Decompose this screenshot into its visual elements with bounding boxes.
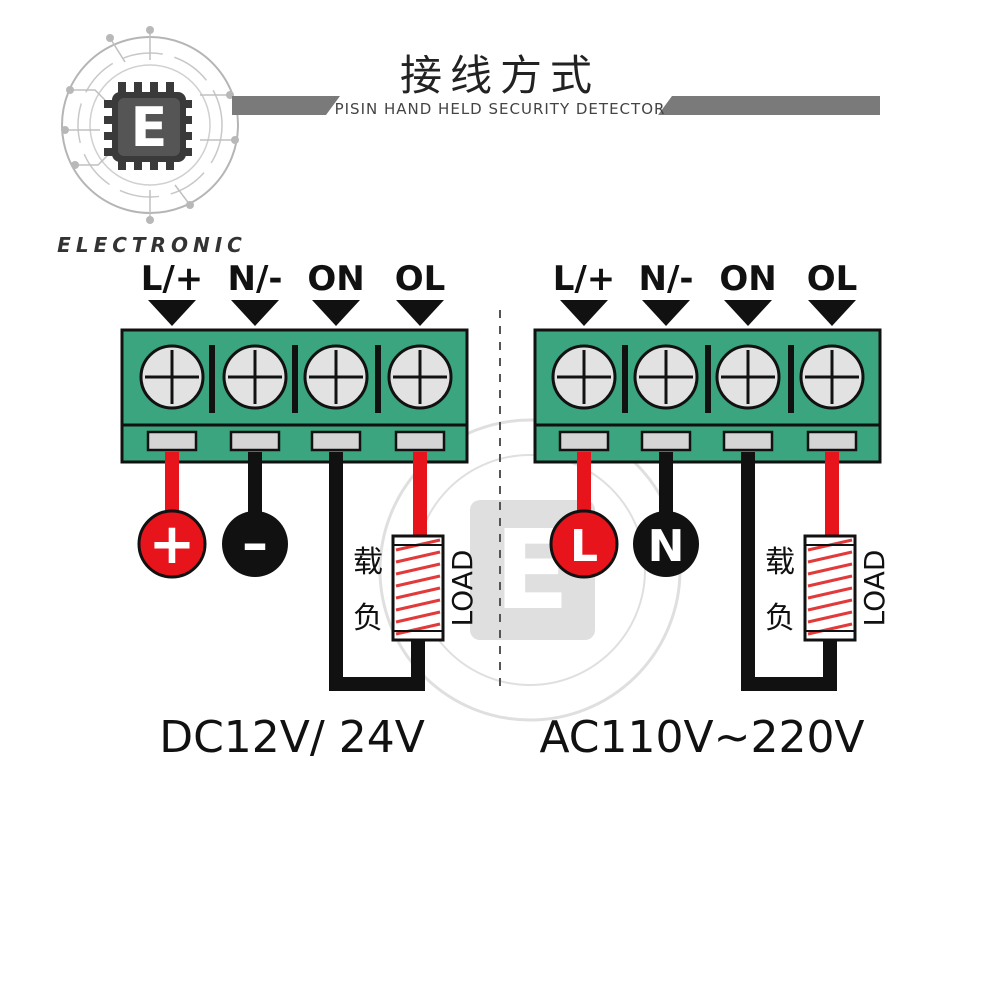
terminal-label-ol: OL — [807, 259, 858, 299]
screw-icon — [139, 344, 205, 410]
terminal-label-n: N/- — [639, 259, 694, 299]
load-en-label: LOAD — [446, 550, 479, 627]
load-coil-icon — [803, 534, 857, 642]
load-cn-label-2: 负 — [353, 601, 383, 636]
screw-icon — [222, 344, 288, 410]
load-cn-label-2: 负 — [765, 601, 795, 636]
wire-ol — [413, 452, 427, 538]
page-title: 接线方式 — [400, 51, 600, 100]
terminal-label-on: ON — [307, 259, 364, 299]
logo-letter: E — [131, 96, 168, 159]
screw-icon — [387, 344, 453, 410]
screw-icon — [799, 344, 865, 410]
arrow-down-icon — [312, 300, 360, 326]
header: 接线方式 PISIN HAND HELD SECURITY DETECTOR — [232, 51, 880, 118]
wire-line — [577, 452, 591, 512]
logo-text: ELECTRONIC — [57, 233, 247, 257]
arrow-down-icon — [808, 300, 856, 326]
line-terminal-icon: L — [549, 509, 619, 579]
wire-ol — [825, 452, 839, 538]
terminal-block — [120, 328, 469, 464]
wire-neutral — [659, 452, 673, 512]
arrow-down-icon — [724, 300, 772, 326]
wire-on — [329, 452, 425, 691]
arrow-down-icon — [642, 300, 690, 326]
screw-icon — [551, 344, 617, 410]
terminal-label-ol: OL — [395, 259, 446, 299]
terminal-label-on: ON — [719, 259, 776, 299]
arrow-down-icon — [148, 300, 196, 326]
screw-icon — [303, 344, 369, 410]
terminal-label-l: L/+ — [141, 259, 204, 299]
load-cn-label-1: 载 — [353, 545, 383, 580]
dc-voltage-label: DC12V/ 24V — [159, 712, 425, 763]
wire-on — [741, 452, 837, 691]
screw-icon — [633, 344, 699, 410]
ac-voltage-label: AC110V~220V — [539, 712, 864, 763]
header-bar-left — [232, 96, 340, 115]
minus-icon: – — [222, 511, 288, 577]
plus-icon: + — [137, 509, 207, 579]
screw-icon — [715, 344, 781, 410]
terminal-block — [533, 328, 882, 464]
dc-panel: L/+ N/- ON OL — [120, 259, 479, 763]
load-cn-label-1: 载 — [765, 545, 795, 580]
header-bar-right — [658, 96, 880, 115]
arrow-down-icon — [396, 300, 444, 326]
svg-text:–: – — [242, 514, 268, 574]
ac-panel: L/+ N/- ON OL — [533, 259, 891, 763]
svg-text:L: L — [570, 521, 598, 572]
terminal-label-l: L/+ — [553, 259, 616, 299]
load-en-label: LOAD — [858, 550, 891, 627]
wire-plus — [165, 452, 179, 512]
neutral-terminal-icon: N — [633, 511, 699, 577]
svg-text:+: + — [149, 512, 196, 577]
arrow-down-icon — [231, 300, 279, 326]
load-coil-icon — [391, 534, 445, 642]
arrow-down-icon — [560, 300, 608, 326]
page-subtitle: PISIN HAND HELD SECURITY DETECTOR — [335, 100, 666, 118]
terminal-label-n: N/- — [228, 259, 283, 299]
wire-minus — [248, 452, 262, 512]
svg-text:N: N — [648, 521, 685, 572]
brand-logo: E ELECTRONIC — [57, 26, 247, 257]
